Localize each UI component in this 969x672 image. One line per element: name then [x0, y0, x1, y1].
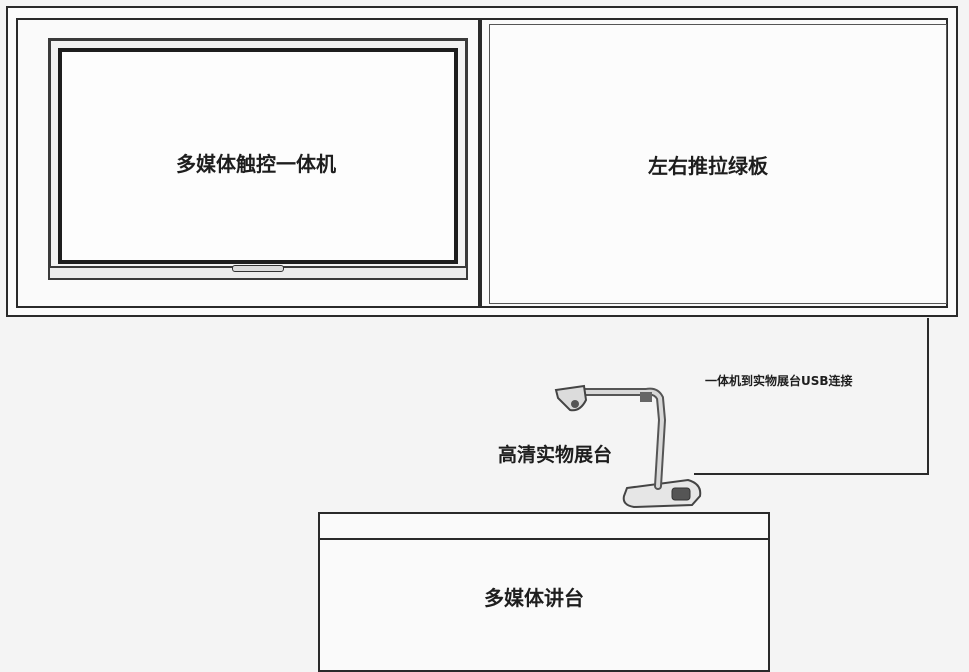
touch-screen-label: 多媒体触控一体机: [176, 152, 336, 176]
panel-divider: [478, 20, 482, 308]
usb-connection-line: [694, 318, 929, 475]
camera-base-slot: [671, 487, 691, 501]
document-camera-label: 高清实物展台: [498, 444, 613, 466]
camera-arm: [571, 387, 667, 490]
touch-screen-display: [58, 48, 458, 264]
podium-top-edge: [318, 538, 770, 540]
camera-head: [554, 384, 588, 412]
sliding-board-label: 左右推拉绿板: [648, 154, 768, 178]
camera-joint: [640, 392, 652, 402]
touch-screen-base-button: [232, 265, 284, 272]
usb-connection-label: 一体机到实物展台USB连接: [705, 374, 853, 388]
camera-base: [622, 478, 702, 509]
classroom-equipment-diagram: 多媒体触控一体机 左右推拉绿板 一体机到实物展台USB连接 高清实物展台 多媒体…: [6, 6, 958, 672]
podium-label: 多媒体讲台: [484, 586, 584, 610]
camera-lens: [571, 400, 579, 408]
sliding-board-panel: [489, 24, 947, 304]
